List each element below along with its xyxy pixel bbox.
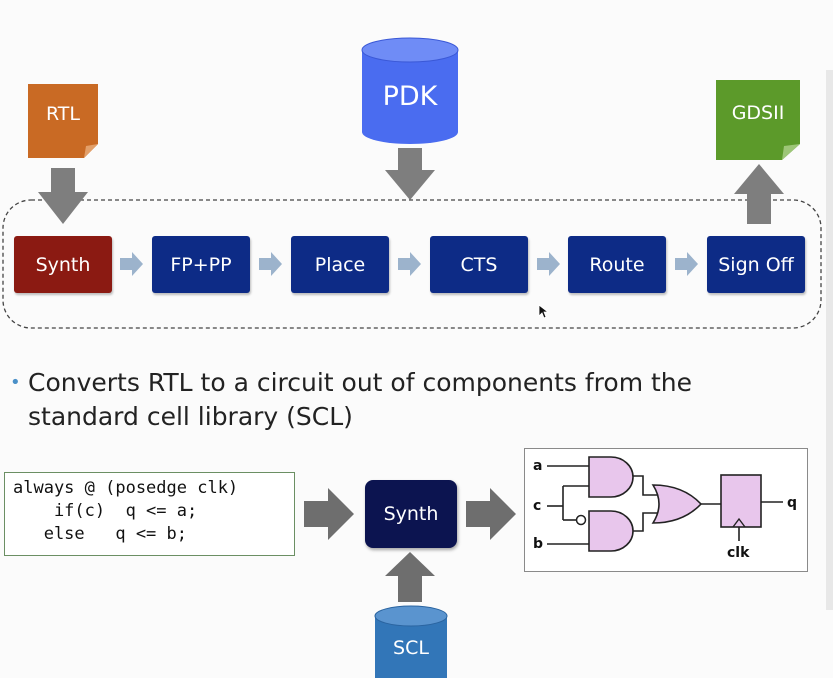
stage-route: Route — [568, 236, 666, 293]
stage-fp-pp: FP+PP — [152, 236, 250, 293]
stage-place: Place — [291, 236, 389, 293]
mouse-cursor-icon — [538, 304, 550, 319]
scl-cylinder — [374, 605, 448, 678]
bullet-text: Converts RTL to a circuit out of compone… — [28, 368, 693, 431]
code-line-3: else q <= b; — [13, 524, 187, 544]
rtl-arrow-down — [38, 168, 88, 224]
rtl-code-box: always @ (posedge clk) if(c) q <= a; els… — [4, 472, 295, 556]
flow-arrow-1 — [120, 252, 143, 276]
code-line-2: if(c) q <= a; — [13, 501, 198, 521]
right-edge-panel — [826, 70, 833, 610]
synth-block: Synth — [365, 480, 457, 548]
stage-sign-off: Sign Off — [707, 236, 805, 293]
flow-container — [2, 199, 822, 329]
stage-synth: Synth — [14, 236, 112, 293]
pdk-cylinder — [361, 37, 459, 144]
code-to-synth-arrow — [304, 488, 354, 540]
circuit-label-clk: clk — [727, 545, 750, 561]
code-line-1: always @ (posedge clk) — [13, 478, 239, 498]
circuit-svg: a c b q clk — [533, 456, 797, 561]
circuit-diagram: a c b q clk — [524, 448, 808, 572]
rtl-note — [28, 84, 98, 158]
circuit-label-c: c — [533, 498, 541, 514]
flow-arrow-5 — [675, 252, 698, 276]
circuit-label-q: q — [787, 495, 797, 511]
circuit-label-b: b — [533, 536, 543, 552]
flow-arrow-4 — [537, 252, 560, 276]
pdk-label: PDK — [382, 80, 438, 112]
gdsii-note — [716, 80, 800, 160]
flow-arrow-2 — [259, 252, 282, 276]
scl-label: SCL — [393, 637, 429, 659]
gdsii-arrow-up — [734, 164, 784, 224]
bullet-dot: • — [10, 372, 21, 393]
gdsii-label: GDSII — [731, 102, 785, 124]
flow-arrow-3 — [398, 252, 421, 276]
rtl-label: RTL — [45, 103, 80, 125]
scl-arrow-up — [385, 552, 435, 602]
pdk-arrow-down — [385, 148, 435, 200]
stage-cts: CTS — [430, 236, 528, 293]
synth-to-circuit-arrow — [466, 488, 516, 540]
circuit-label-a: a — [533, 458, 542, 474]
